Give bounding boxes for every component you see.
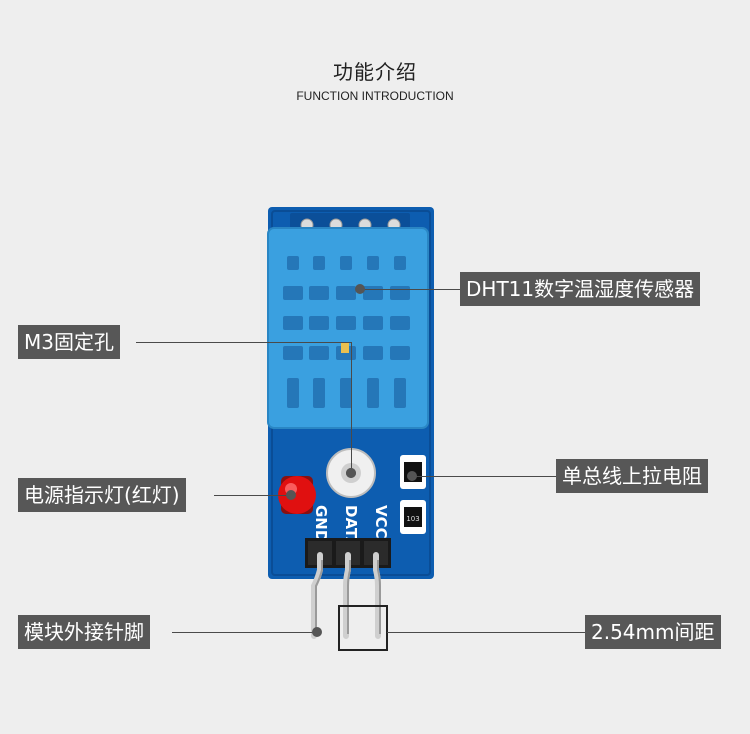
sensor-grille-slot: [367, 378, 379, 408]
leader-dot-sensor: [355, 284, 365, 294]
sensor-grille-slot: [336, 316, 356, 330]
leader-dot-pin-header: [312, 627, 322, 637]
power-led: [278, 476, 316, 514]
sensor-grille-slot: [340, 378, 352, 408]
sensor-grille-slot: [313, 378, 325, 408]
pin-label-vcc: VCC: [372, 505, 390, 539]
pin-label-gnd: GND: [312, 505, 330, 542]
leader-dot-mount-hole: [346, 468, 356, 478]
sensor-grille-slot: [390, 346, 410, 360]
page-subtitle: FUNCTION INTRODUCTION: [296, 89, 454, 103]
sensor-grille-slot: [390, 316, 410, 330]
leader-resistor: [412, 476, 556, 477]
callout-sensor: DHT11数字温湿度传感器: [460, 272, 701, 306]
sensor-grille-slot: [283, 286, 303, 300]
sensor-grille-slot: [313, 256, 325, 270]
callout-pitch: 2.54mm间距: [585, 615, 721, 649]
header-pin: [343, 552, 351, 639]
callout-mount-hole: M3固定孔: [18, 325, 120, 359]
sensor-grille-slot: [394, 256, 406, 270]
leader-mount-hole: [136, 342, 352, 343]
smd-resistor: 103: [400, 500, 426, 534]
sensor-grille-slot: [287, 378, 299, 408]
sensor-grille-slot: [309, 316, 329, 330]
leader-mount-hole-vertical: [351, 342, 352, 470]
sensor-grille-slot: [309, 286, 329, 300]
sensor-grille-slot: [283, 316, 303, 330]
callout-power-led: 电源指示灯(红灯): [18, 478, 186, 512]
svg-text:103: 103: [406, 515, 419, 523]
callout-pullup-resistor: 单总线上拉电阻: [556, 459, 708, 493]
leader-dot-led: [286, 490, 296, 500]
leader-pitch: [387, 632, 585, 633]
sensor-grille-slot: [363, 316, 383, 330]
dht11-sensor: [267, 227, 429, 429]
sensor-grille-slot: [340, 256, 352, 270]
page-title: 功能介绍: [333, 60, 417, 84]
sensor-grille-slot: [283, 346, 303, 360]
sensor-grille-slot: [309, 346, 329, 360]
leader-dot-resistor: [407, 471, 417, 481]
leader-pin-header: [172, 632, 316, 633]
pin-label-data: DATA: [342, 505, 360, 549]
sensor-grille-slot: [367, 256, 379, 270]
sensor-grille-slot: [394, 378, 406, 408]
leader-sensor: [360, 289, 460, 290]
sensor-grille-slot: [363, 346, 383, 360]
pitch-indicator-box: [338, 605, 388, 651]
header-pin: [373, 552, 381, 639]
callout-pin-header: 模块外接针脚: [18, 615, 150, 649]
header-pin: [311, 552, 323, 639]
sensor-grille-slot: [287, 256, 299, 270]
leader-led: [214, 495, 294, 496]
sensor-grille-slot: [336, 286, 356, 300]
